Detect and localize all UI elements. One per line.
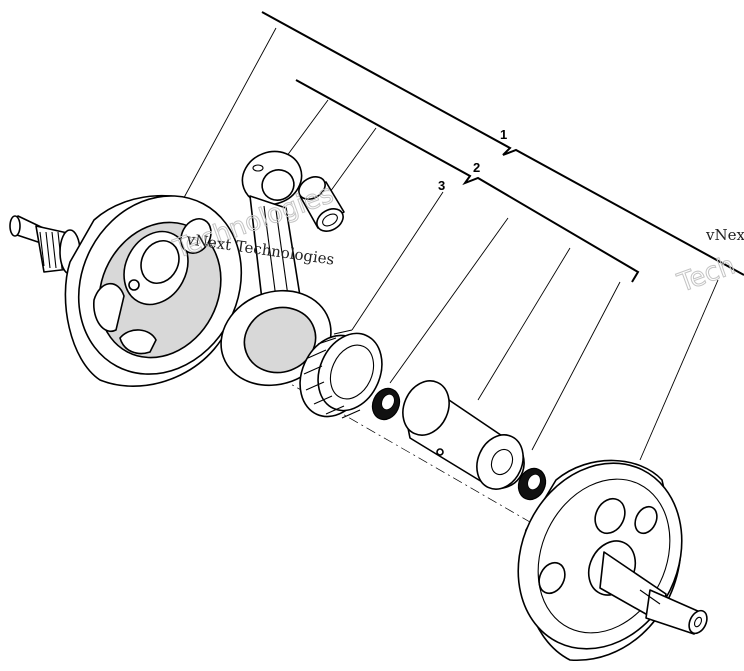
piston-pin-bushing [298,176,345,232]
callout-1: 1 [500,127,507,142]
right-thrust-washer [517,467,547,501]
connecting-rod [220,150,332,387]
bracket-1 [261,11,744,276]
left-crank-half [9,194,243,387]
watermark-text-partial: vNex [705,226,744,244]
right-crank-half [517,459,708,661]
left-thrust-washer [371,387,401,421]
callout-2: 2 [473,160,480,175]
crank-pin [402,380,525,490]
callout-3: 3 [438,178,445,193]
needle-roller-bearing [299,329,383,419]
bracket-2 [295,79,640,283]
watermark-ghost-partial: Tech [673,250,739,298]
